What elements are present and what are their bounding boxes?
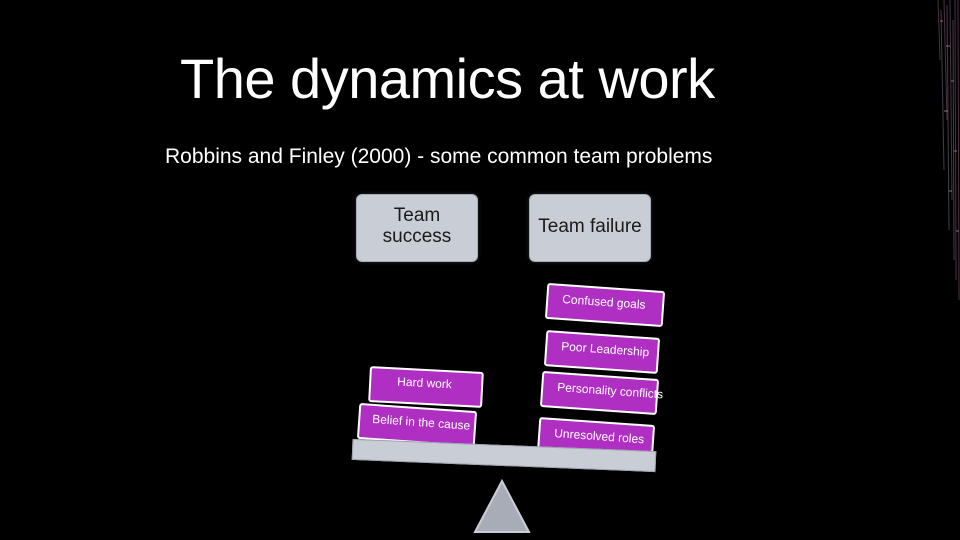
tag-hard-work: Hard work [368,366,484,408]
fulcrum-triangle [473,478,531,533]
decorative-border-pattern [937,0,960,300]
tag-personality-conflicts: Personality conflicts [539,370,664,416]
tag-poor-leadership: Poor Leadership [543,330,661,374]
team-failure-heading: Team failure [529,194,651,262]
tag-confused-goals: Confused goals [544,282,666,328]
slide-subtitle: Robbins and Finley (2000) - some common … [165,145,713,168]
team-success-heading: Team success [356,194,478,262]
slide-title: The dynamics at work [180,47,715,110]
